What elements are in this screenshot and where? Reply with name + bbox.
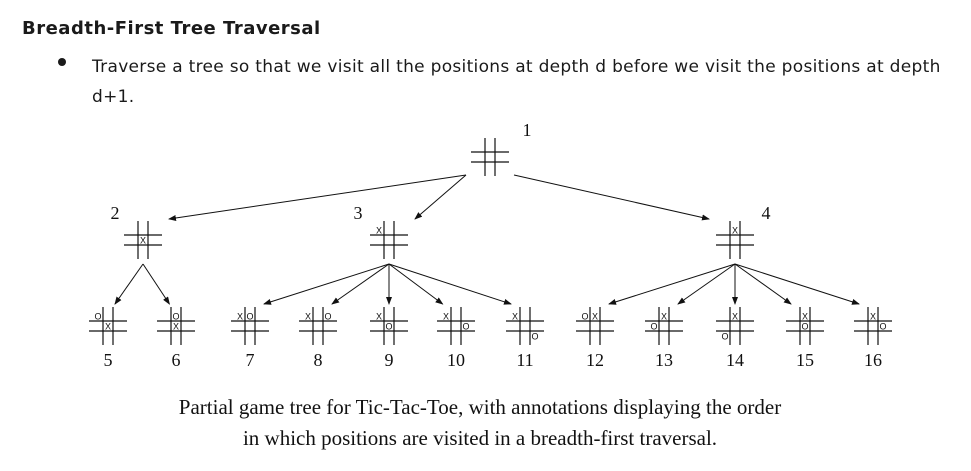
- o-mark: O: [462, 322, 469, 332]
- x-mark: X: [105, 322, 111, 332]
- tree-edge-1-4: [513, 174, 710, 221]
- x-mark: X: [802, 312, 808, 322]
- board-node-10: XO: [437, 307, 475, 345]
- tree-edge-3-11: [388, 263, 512, 305]
- x-mark: X: [732, 312, 738, 322]
- tree-edge-4-12: [608, 263, 736, 305]
- figure-caption: Partial game tree for Tic-Tac-Toe, with …: [0, 392, 960, 454]
- x-mark: X: [443, 312, 449, 322]
- tree-edge-2-5: [114, 263, 144, 305]
- visit-order-label: 12: [586, 350, 604, 370]
- board-node-4: X: [716, 221, 754, 259]
- x-mark: X: [173, 322, 179, 332]
- tree-edge-4-16: [734, 263, 860, 305]
- o-mark: O: [721, 332, 728, 342]
- board-node-6: OX: [157, 307, 195, 345]
- x-mark: X: [140, 236, 146, 246]
- visit-order-label: 2: [111, 203, 120, 223]
- x-mark: X: [376, 312, 382, 322]
- o-mark: O: [94, 312, 101, 322]
- bullet-text: Traverse a tree so that we visit all the…: [92, 57, 941, 107]
- tree-edges: [114, 174, 860, 305]
- caption-line-2: in which positions are visited in a brea…: [242, 426, 718, 450]
- visit-order-label: 14: [726, 350, 744, 370]
- visit-order-label: 1: [523, 120, 532, 140]
- x-mark: X: [237, 312, 243, 322]
- board-node-1: [471, 138, 509, 176]
- o-mark: O: [246, 312, 253, 322]
- tree-edge-3-8: [331, 263, 390, 305]
- tree-edge-4-13: [677, 263, 736, 305]
- o-mark: O: [581, 312, 588, 322]
- tree-edge-2-6: [142, 263, 170, 305]
- visit-order-label: 11: [516, 350, 533, 370]
- bullet-dot-icon: [58, 58, 66, 66]
- visit-order-label: 8: [314, 350, 323, 370]
- tree-edge-4-15: [734, 263, 792, 305]
- board-node-3: X: [370, 221, 408, 259]
- x-mark: X: [512, 312, 518, 322]
- board-node-5: OX: [89, 307, 127, 345]
- tree-edge-3-7: [263, 263, 390, 305]
- visit-order-label: 15: [796, 350, 814, 370]
- visit-order-label: 4: [762, 203, 771, 223]
- visit-order-label: 13: [655, 350, 673, 370]
- section-heading: Breadth-First Tree Traversal: [22, 18, 321, 39]
- caption-line-1: Partial game tree for Tic-Tac-Toe, with …: [178, 395, 782, 419]
- o-mark: O: [172, 312, 179, 322]
- board-node-15: XO: [786, 307, 824, 345]
- x-mark: X: [870, 312, 876, 322]
- tree-edge-1-3: [414, 174, 467, 220]
- board-node-14: XO: [716, 307, 754, 345]
- visit-order-label: 9: [385, 350, 394, 370]
- board-node-9: XO: [370, 307, 408, 345]
- x-mark: X: [661, 312, 667, 322]
- visit-order-label: 7: [246, 350, 255, 370]
- o-mark: O: [531, 332, 538, 342]
- o-mark: O: [324, 312, 331, 322]
- x-mark: X: [592, 312, 598, 322]
- tree-edge-3-10: [388, 263, 444, 305]
- visit-order-label: 3: [354, 203, 363, 223]
- visit-order-label: 6: [172, 350, 181, 370]
- visit-order-label: 5: [104, 350, 113, 370]
- x-mark: X: [305, 312, 311, 322]
- board-node-16: XO: [854, 307, 892, 345]
- o-mark: O: [650, 322, 657, 332]
- tree-edge-1-2: [168, 174, 467, 221]
- board-node-13: XO: [645, 307, 683, 345]
- x-mark: X: [732, 226, 738, 236]
- visit-order-label: 16: [864, 350, 882, 370]
- x-mark: X: [376, 226, 382, 236]
- visit-order-label: 10: [447, 350, 465, 370]
- o-mark: O: [879, 322, 886, 332]
- board-node-2: X: [124, 221, 162, 259]
- board-node-11: XO: [506, 307, 544, 345]
- o-mark: O: [385, 322, 392, 332]
- o-mark: O: [801, 322, 808, 332]
